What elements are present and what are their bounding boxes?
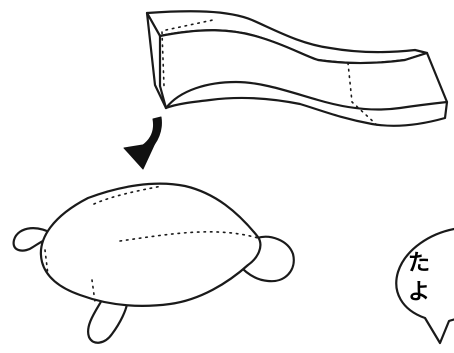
wavy-block-fold-lines [161,19,379,127]
speech-bubble-outline [395,227,454,345]
turtle-leg [87,298,129,344]
speech-text-line2: よ [408,280,430,305]
wavy-block [145,10,449,127]
curved-arrow-head [123,142,156,170]
turtle-fold-lines [44,185,259,303]
turtle-shell [39,182,262,307]
wavy-block-front-face [158,29,449,127]
turtle-shape [12,182,295,344]
speech-bubble: た よ [395,227,454,345]
wavy-block-bottom-edge [164,80,449,111]
curved-arrow [123,116,162,170]
speech-text-line1: た [408,251,430,276]
